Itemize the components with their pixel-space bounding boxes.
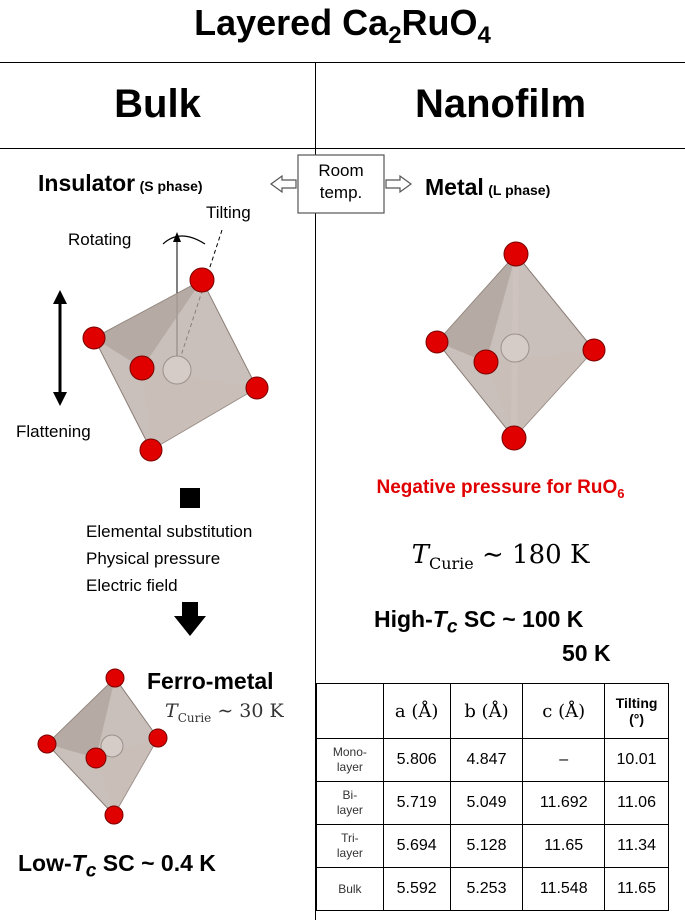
row-label: Tri-layer: [316, 824, 384, 868]
room-temp-box: [297, 154, 385, 214]
table-header-tilting: Tilting (°): [604, 683, 669, 739]
cell-c: 11.548: [522, 867, 606, 911]
cell-c: 11.65: [522, 824, 606, 868]
method-item: Electric field: [86, 576, 178, 595]
oxygen-atom-icon: [503, 241, 529, 267]
flattening-label: Flattening: [16, 422, 91, 441]
oxygen-atom-icon: [82, 326, 106, 350]
tilting-label: Tilting: [206, 203, 251, 222]
oxygen-atom-icon: [105, 668, 125, 688]
cell-a: 5.719: [382, 781, 451, 825]
down-arrow-icon: [174, 602, 206, 636]
row-label: Bi-layer: [316, 781, 384, 825]
right-arrow-icon: [385, 174, 413, 194]
ferro-metal-label: Ferro-metal: [147, 668, 274, 694]
table-row: Tri-layer 5.694 5.128 11.65 11.34: [316, 824, 669, 868]
bulk-column-header: Bulk: [114, 82, 201, 126]
lattice-parameter-table: a (Å) b (Å) c (Å) Tilting (°) Mono-layer…: [316, 683, 669, 911]
table-header-b: b (Å): [449, 683, 524, 739]
table-header-row: a (Å) b (Å) c (Å) Tilting (°): [316, 683, 669, 739]
nanofilm-sc-second: 50 K: [562, 640, 611, 666]
oxygen-atom-icon: [85, 747, 107, 769]
cell-a: 5.694: [382, 824, 451, 868]
cell-b: 5.128: [449, 824, 524, 868]
cell-tilt: 11.34: [604, 824, 669, 868]
negative-pressure-label: Negative pressure for RuO6: [376, 477, 625, 501]
arrow-tail-icon: [180, 488, 200, 508]
cell-c: 11.692: [522, 781, 606, 825]
oxygen-atom-icon: [37, 734, 57, 754]
cell-tilt: 11.06: [604, 781, 669, 825]
page-title: Layered Ca2RuO4: [194, 2, 491, 50]
oxygen-atom-icon: [104, 805, 124, 825]
column-divider: [315, 62, 316, 920]
left-arrow-icon: [269, 174, 297, 194]
table-header-c: c (Å): [522, 683, 606, 739]
method-item: Elemental substitution: [86, 522, 253, 541]
oxygen-atom-icon: [148, 728, 168, 748]
bulk-phase-label: Insulator (S phase): [38, 170, 203, 196]
oxygen-atom-icon: [473, 349, 499, 375]
nanofilm-octahedron-illustration: [425, 241, 606, 451]
method-item: Physical pressure: [86, 549, 221, 568]
oxygen-atom-icon: [582, 338, 606, 362]
row-label: Bulk: [316, 867, 384, 911]
cell-b: 5.049: [449, 781, 524, 825]
oxygen-atom-icon: [139, 438, 163, 462]
oxygen-atom-icon: [189, 267, 215, 293]
title-divider: [0, 62, 685, 63]
rotating-label: Rotating: [68, 230, 132, 249]
cell-a: 5.806: [382, 738, 451, 782]
cell-b: 4.847: [449, 738, 524, 782]
bulk-tcurie: TCurie ∼ 30 K: [165, 700, 284, 725]
nanofilm-column-header: Nanofilm: [414, 82, 587, 126]
bulk-sc-label: Low-Tc SC ~ 0.4 K: [18, 850, 216, 882]
table-header-corner: [316, 683, 384, 739]
bulk-octahedron-illustration: [53, 229, 269, 462]
oxygen-atom-icon: [129, 355, 155, 381]
ferro-octahedron-illustration: [37, 668, 168, 825]
oxygen-atom-icon: [425, 330, 449, 354]
table-row: Bi-layer 5.719 5.049 11.692 11.06: [316, 781, 669, 825]
cell-tilt: 11.65: [604, 867, 669, 911]
oxygen-atom-icon: [245, 376, 269, 400]
nanofilm-tcurie: TCurie ∼ 180 K: [411, 540, 590, 574]
table-row: Bulk 5.592 5.253 11.548 11.65: [316, 867, 669, 911]
rotating-arrow-icon: [162, 235, 206, 245]
transition-arrows: [269, 154, 413, 214]
room-temp-label: Room temp.: [318, 161, 364, 202]
table-row: Mono-layer 5.806 4.847 – 10.01: [316, 738, 669, 782]
row-label: Mono-layer: [316, 738, 384, 782]
cell-c: –: [522, 738, 606, 782]
tuning-methods: Elemental substitution Physical pressure…: [86, 518, 252, 599]
cell-b: 5.253: [449, 867, 524, 911]
nanofilm-phase-label: Metal (L phase): [425, 174, 551, 200]
header-divider: [0, 148, 685, 149]
nanofilm-sc-label: High-Tc SC ~ 100 K: [374, 606, 584, 638]
oxygen-atom-icon: [501, 425, 527, 451]
cell-tilt: 10.01: [604, 738, 669, 782]
cell-a: 5.592: [382, 867, 451, 911]
table-header-a: a (Å): [382, 683, 451, 739]
